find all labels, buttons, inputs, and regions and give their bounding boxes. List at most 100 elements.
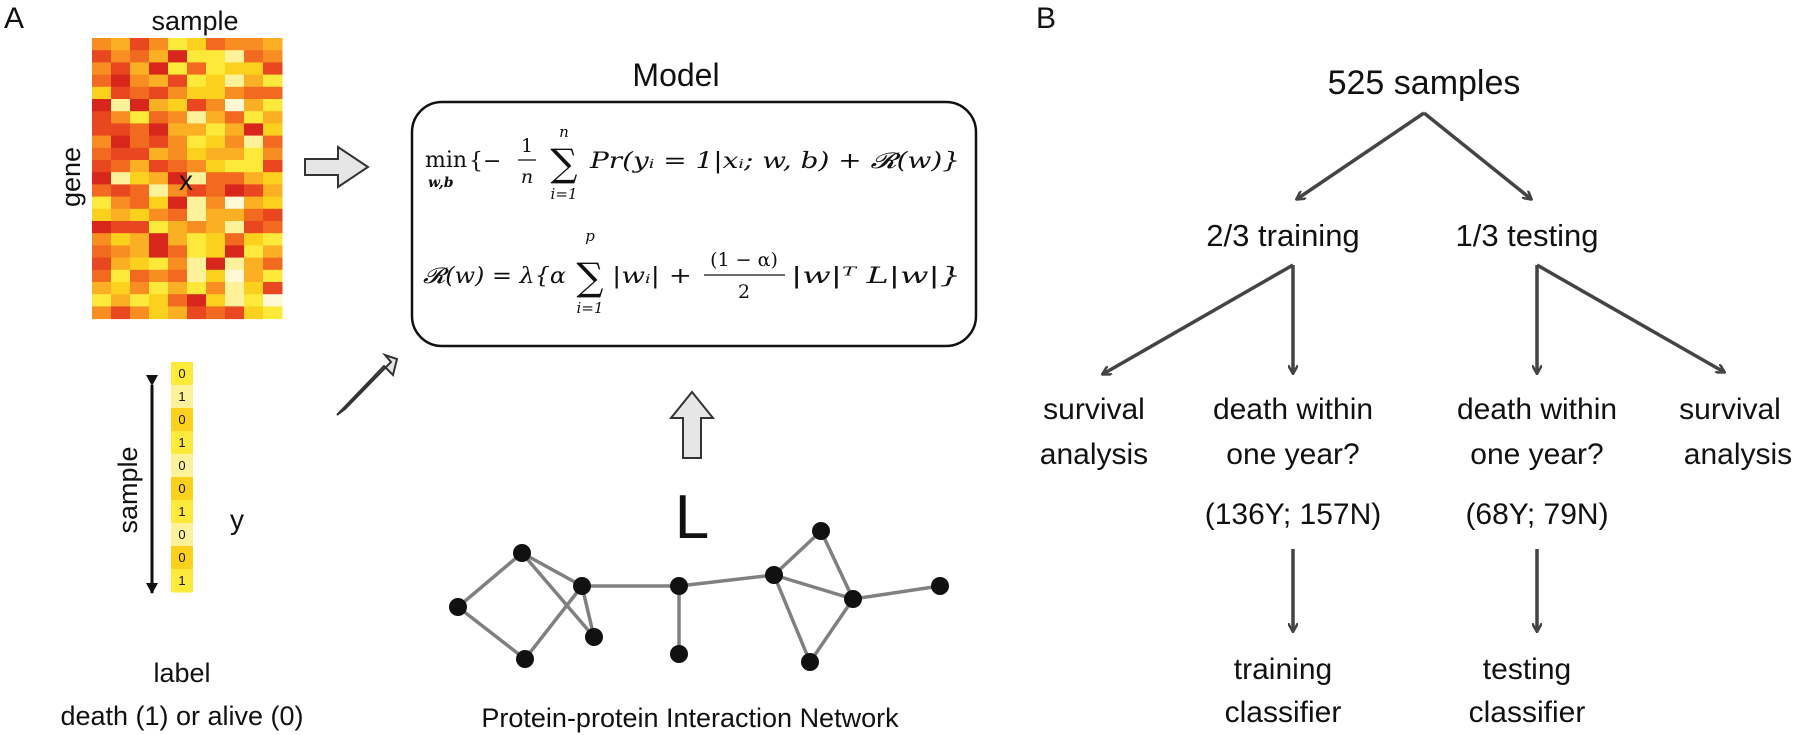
eq1-min-sub: w,b [428, 175, 454, 191]
network-caption: Protein-protein Interaction Network [481, 703, 899, 733]
heatmap-cell [92, 294, 112, 307]
heatmap-cell [149, 208, 169, 222]
heatmap-cell [92, 86, 112, 100]
heatmap-cell [263, 294, 283, 307]
heatmap-cell [130, 135, 150, 149]
heatmap-cell [130, 257, 150, 271]
survival-right-line2: analysis [1684, 438, 1792, 471]
heatmap-cell [225, 135, 245, 149]
heatmap-cell [92, 196, 112, 210]
eq2-frac-num: (1 − α) [710, 249, 778, 271]
heatmap-cell [206, 221, 226, 234]
heatmap-cell [244, 208, 264, 222]
heatmap-cell [263, 38, 283, 51]
heatmap-cell [111, 160, 131, 173]
test-classifier-line2: classifier [1469, 696, 1586, 729]
network-edge [808, 598, 855, 663]
heatmap-cell [244, 160, 264, 173]
heatmap-cell [187, 160, 207, 173]
heatmap-cell [263, 123, 283, 137]
eq1-sum-bot: i=1 [551, 185, 578, 203]
heatmap-cell [206, 50, 226, 63]
heatmap-cell [206, 86, 226, 100]
label-vector-cell [171, 569, 193, 593]
network-edge [773, 573, 854, 601]
heatmap-cell [149, 160, 169, 173]
heatmap-cell [149, 294, 169, 307]
heatmap-cell [225, 269, 245, 283]
label-vector-value: 0 [178, 412, 185, 427]
train-counts: (136Y; 157N) [1205, 498, 1381, 531]
label-vector-cell [171, 385, 193, 409]
heatmap-cell [206, 233, 226, 246]
heatmap-cell [92, 99, 112, 112]
heatmap-cell [244, 62, 264, 76]
eq2-sum-sign: ∑ [576, 255, 603, 299]
heatmap-cell [244, 147, 264, 161]
heatmap-cell [225, 123, 245, 137]
label-vector-value: 0 [178, 527, 185, 542]
heatmap-cell [92, 38, 112, 51]
heatmap-cell [149, 99, 169, 112]
heatmap-cell [244, 172, 264, 185]
heatmap-cell [244, 282, 264, 295]
heatmap-cell [92, 123, 112, 137]
survival-right-line1: survival [1679, 393, 1781, 426]
heatmap-cell [206, 294, 226, 307]
heatmap-cell [225, 245, 245, 259]
heatmap-cell [263, 86, 283, 100]
heatmap-cell [206, 269, 226, 283]
flow-arrows [1103, 111, 1724, 631]
heatmap-cell [149, 86, 169, 100]
heatmap-cell [187, 221, 207, 234]
heatmap-cell [263, 99, 283, 112]
heatmap-cell [244, 135, 264, 149]
heatmap-cell [168, 62, 188, 76]
vector-sample-label: sample [113, 446, 143, 533]
heatmap-cell [187, 184, 207, 198]
heatmap-cell [168, 123, 188, 137]
heatmap-cell [206, 111, 226, 124]
heatmap-cell [168, 196, 188, 210]
heatmap-cell [92, 74, 112, 88]
heatmap-cell [225, 62, 245, 76]
network-edge [456, 551, 524, 609]
heatmap-cell [111, 196, 131, 210]
heatmap-cell [244, 74, 264, 88]
heatmap-cell [111, 50, 131, 63]
heatmap-cell [244, 99, 264, 112]
label-vector-value: 1 [178, 504, 185, 519]
label-vector-cell [171, 362, 193, 386]
label-vector-value: 0 [178, 481, 185, 496]
heatmap-cell [187, 86, 207, 100]
heatmap-cell [263, 282, 283, 295]
heatmap-cell [225, 221, 245, 234]
vector-caption-label: label [153, 658, 210, 688]
heatmap-cell [244, 111, 264, 124]
heatmap-cell [206, 99, 226, 112]
label-vector-cell [171, 408, 193, 432]
heatmap-cell [92, 233, 112, 246]
heatmap-cell [149, 184, 169, 198]
heatmap-cell [206, 184, 226, 198]
heatmap-cell [206, 306, 226, 320]
vector-y-symbol: y [230, 504, 244, 535]
panel-a-label: A [4, 2, 24, 35]
eq1-body: Pr(yᵢ = 1|xᵢ; w, b) + 𝓡(w)} [589, 149, 960, 174]
objective-equation: min w,b {− 1 n n ∑ i=1 Pr(yᵢ = 1|xᵢ; w, … [425, 123, 960, 203]
network-edge [852, 584, 941, 601]
eq1-sum-top: n [559, 123, 569, 141]
heatmap-cell [130, 196, 150, 210]
heatmap-cell [149, 221, 169, 234]
heatmap-cell [263, 135, 283, 149]
heatmap-cell [111, 111, 131, 124]
heatmap-cell [187, 257, 207, 271]
heatmap-cell [263, 245, 283, 259]
heatmap-cell [263, 160, 283, 173]
heatmap-cell [130, 245, 150, 259]
ppi-network [449, 522, 949, 671]
heatmap-cell [149, 74, 169, 88]
heatmap-cell [130, 74, 150, 88]
heatmap-cell [225, 257, 245, 271]
regularization-equation: 𝓡(w) = λ{α p ∑ i=1 |wᵢ| + (1 − α) 2 |w|ᵀ… [423, 227, 961, 317]
